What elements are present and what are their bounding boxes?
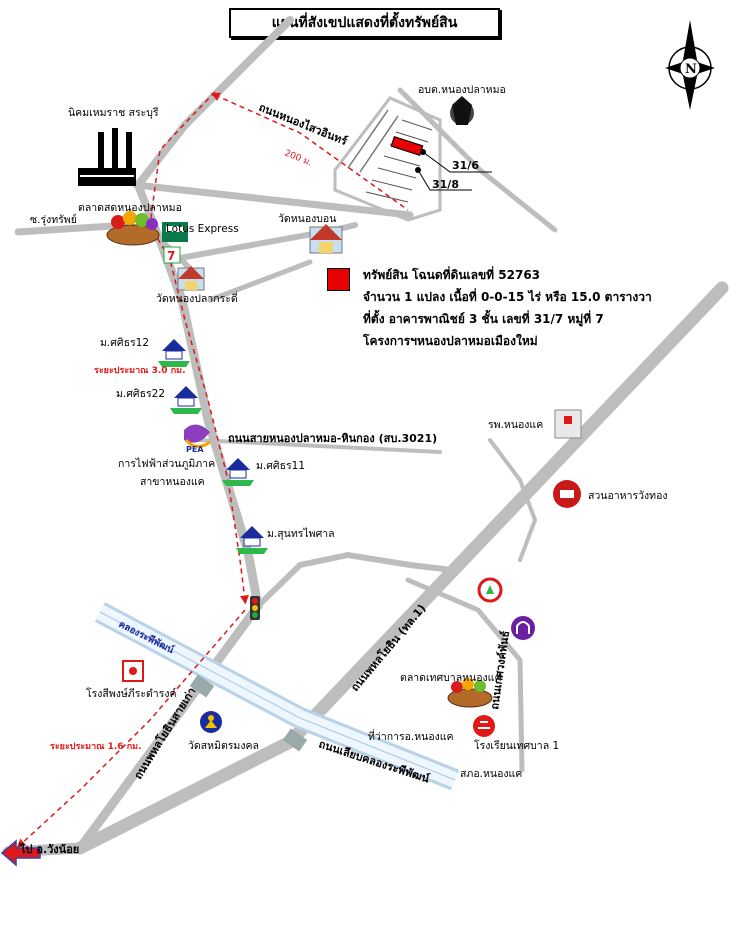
direction-arrow-icon xyxy=(0,839,41,867)
klong-raphiphat xyxy=(94,602,460,791)
label-mu-sirin22: ม.ศศิธร22 xyxy=(116,388,165,400)
label-police: สภอ.หนองแค xyxy=(460,768,522,780)
label-school: โรงเรียนเทศบาล 1 xyxy=(474,739,559,752)
road-phahon-old xyxy=(75,235,263,853)
label-dist-200: 200 ม. xyxy=(283,149,313,169)
compass-icon: N xyxy=(665,20,715,110)
village-icon-sirin11 xyxy=(222,458,254,486)
market-tessaban-icon xyxy=(447,678,493,708)
road-kitti xyxy=(405,577,525,773)
svg-text:7: 7 xyxy=(167,249,175,263)
obt-seal-icon xyxy=(450,96,474,125)
label-market-tessaban: ตลาดเทศบาลหนองแค xyxy=(400,672,501,684)
label-plot-316: 31/6 xyxy=(452,159,479,172)
label-mu-sirin11: ม.ศศิธร11 xyxy=(256,460,305,472)
legend-line-2: จำนวน 1 แปลง เนื้อที่ 0-0-15 ไร่ หรือ 15… xyxy=(363,290,652,304)
label-hospital: รพ.หนองแค xyxy=(488,419,543,431)
label-road-nongsaiyan: ถนนหนองไสวอินทร์ xyxy=(257,100,350,148)
lotus-express-icon: 7 xyxy=(162,222,188,264)
village-icon-sirin22 xyxy=(170,386,202,414)
hospital-icon xyxy=(554,409,582,439)
label-road-hinkong: ถนนสายหนองปลาหมอ-หินกอง (สบ.3021) xyxy=(228,432,437,445)
label-restaurant: สวนอาหารวังทอง xyxy=(588,490,668,502)
label-obt: อบต.หนองปลาหมอ xyxy=(418,84,506,96)
label-mu-suntharaphaisan: ม.สุนทรไพศาล xyxy=(267,527,335,540)
label-plot-318: 31/8 xyxy=(432,178,459,191)
label-industrial: นิคมเหมราช สระบุรี xyxy=(68,106,159,119)
label-mu-sirin12: ม.ศศิธร12 xyxy=(100,337,149,349)
purple-logo-icon xyxy=(511,616,535,640)
legend-line-4: โครงการฯหนองปลาหมอเมืองใหม่ xyxy=(363,334,538,348)
label-dist-16: ระยะประมาณ 1.6 กม. xyxy=(50,741,142,752)
school-icon xyxy=(473,715,495,737)
road-north xyxy=(133,16,294,244)
legend-line-3: ที่ตั้ง อาคารพาณิชย์ 3 ชั้น เลขที่ 31/7 … xyxy=(363,312,604,326)
traffic-light-icon xyxy=(250,596,260,620)
compass-letter: N xyxy=(685,62,697,77)
label-pea-name-2: สาขาหนองแค xyxy=(140,476,205,488)
label-dist-30: ระยะประมาณ 3.0 กม. xyxy=(94,365,186,376)
label-road-kitti: ถนนเกศวงค์พันธ์ xyxy=(488,630,512,711)
village-icon-sunthara xyxy=(236,526,268,554)
label-store-brand: Lotus Express xyxy=(166,223,239,235)
bridge-new xyxy=(282,728,308,752)
rice-mill-icon xyxy=(122,660,144,682)
label-pea-name-1: การไฟฟ้าส่วนภูมิภาค xyxy=(118,457,215,470)
road-nongsaiyan xyxy=(132,181,414,219)
label-market-nongplamo: ตลาดสดหนองปลาหมอ xyxy=(78,202,182,214)
label-rongsi: โรงสีพงษ์ภีระดำรงค์ xyxy=(86,687,177,700)
market-basket-icon xyxy=(106,211,160,246)
label-soi-rungsap: ซ.รุ่งทรัพย์ xyxy=(30,213,77,226)
tree-logo-icon xyxy=(477,577,503,603)
village-icon-sirin12 xyxy=(158,339,190,367)
label-amphoe: ที่ว่าการอ.หนองแค xyxy=(368,729,454,743)
label-to-wangnoi: ไป อ.วังน้อย xyxy=(18,842,79,856)
label-wat-nongbon: วัดหนองบอน xyxy=(278,213,336,225)
bridge-old xyxy=(189,674,215,698)
temple-icon-2 xyxy=(177,266,205,291)
legend-swatch xyxy=(327,268,350,291)
restaurant-icon xyxy=(553,480,581,508)
label-wat-samakkhi: วัดสหมิตรมงคล xyxy=(188,740,259,752)
housing-block xyxy=(333,96,442,222)
wat-sahamit-icon xyxy=(200,711,222,733)
label-pea-logo: PEA xyxy=(186,445,204,454)
label-wat-nongplakradi: วัดหนองปลากระดี่ xyxy=(156,291,238,305)
factory-icon xyxy=(78,128,136,186)
legend-line-1: ทรัพย์สิน โฉนดที่ดินเลขที่ 52763 xyxy=(363,268,541,282)
road-hinkong xyxy=(196,438,442,454)
temple-icon xyxy=(309,224,343,254)
pea-logo-icon xyxy=(184,424,211,448)
property-marker[interactable] xyxy=(390,135,424,157)
